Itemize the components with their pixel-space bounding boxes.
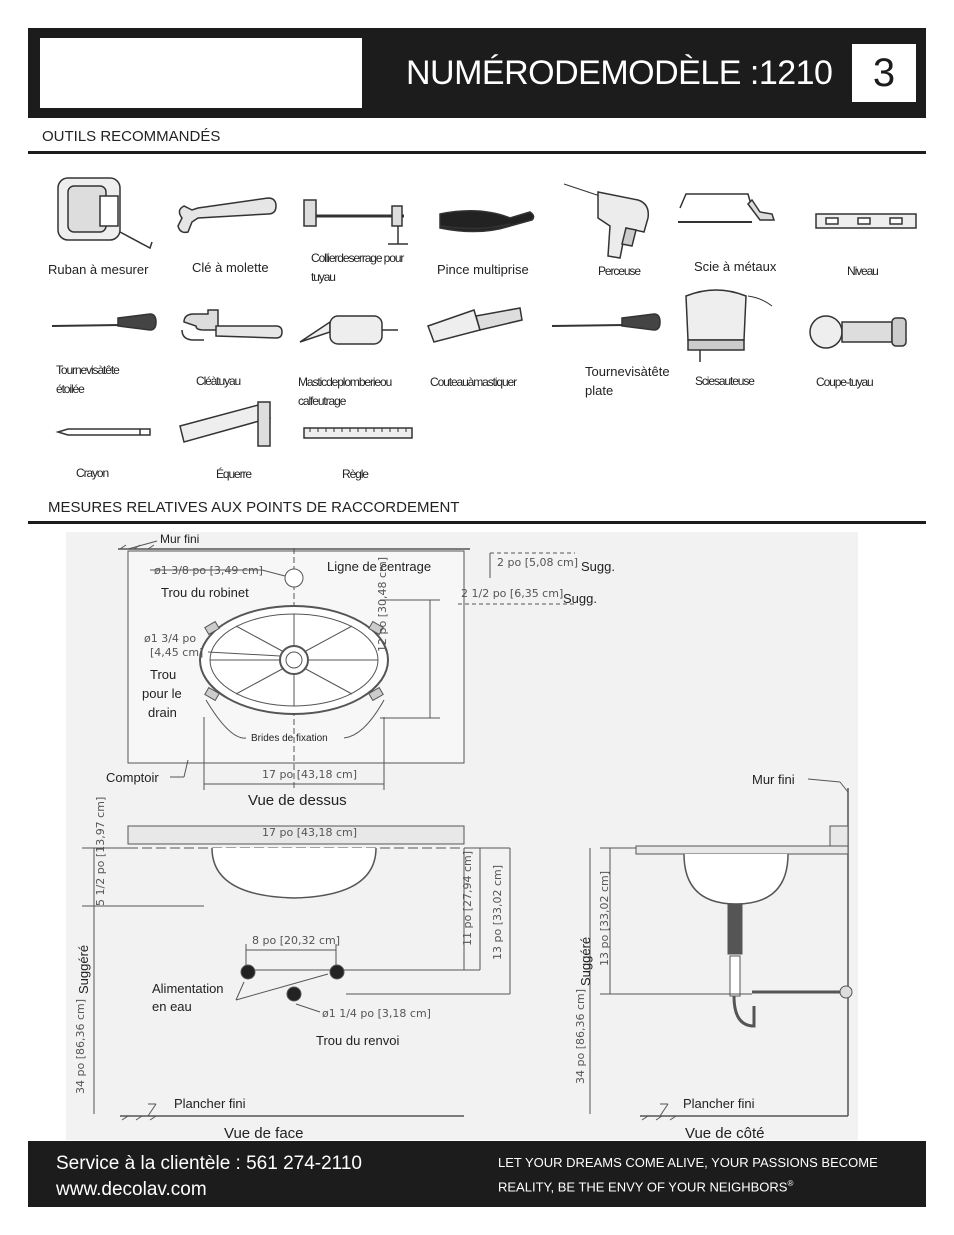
tool-label-tournevis-etoile: Tournevisàtête étoilée — [56, 363, 120, 396]
caption-vue-cote: Vue de côté — [685, 1125, 765, 1142]
tool-label-tournevis-plate: Tournevisàtête plate — [585, 364, 670, 398]
dim-2po: 2 po [5,08 cm] — [497, 556, 579, 569]
jigsaw-icon — [685, 289, 773, 362]
dim-drain-renvoi: ø1 1/4 po [3,18 cm] — [322, 1007, 431, 1020]
caulk-gun-icon — [299, 315, 398, 345]
tape-measure-icon — [57, 177, 153, 250]
section-divider — [28, 151, 926, 154]
tool-label-mastic: Masticdeplomberieou calfeutrage — [298, 375, 392, 408]
caption-vue-face: Vue de face — [224, 1125, 304, 1142]
flat-screwdriver-icon — [551, 313, 661, 331]
ruler-icon — [303, 427, 413, 439]
label-brides: Brides de fixation — [251, 733, 328, 744]
slogan-line-2: REALITY, BE THE ENVY OF YOUR NEIGHBORS® — [498, 1179, 793, 1194]
label-trou-robinet: Trou du robinet — [161, 585, 249, 600]
model-title: NUMÉRODEMODÈLE :1210 — [406, 54, 833, 92]
tool-label-equerre: Équerre — [216, 467, 252, 481]
label-comptoir: Comptoir — [106, 770, 159, 785]
dim-11po: 11 po [27,94 cm] — [461, 850, 474, 946]
logo-placeholder — [40, 38, 362, 108]
label-plancher-front: Plancher fini — [174, 1096, 246, 1111]
label-drain-3: drain — [148, 705, 177, 720]
dim-8po: 8 po [20,32 cm] — [252, 934, 341, 947]
dim-13po-side: 13 po [33,02 cm] — [598, 870, 611, 966]
label-mur-fini-top: Mur fini — [160, 532, 200, 546]
pipe-clamp-icon — [303, 199, 408, 245]
label-alimentation-1: Alimentation — [152, 981, 224, 996]
dim-34po-side: 34 po [86,36 cm] — [574, 988, 587, 1084]
page-header: NUMÉRODEMODÈLE :1210 3 — [28, 28, 926, 118]
dim-5-5po: 5 1/2 po [13,97 cm] — [94, 796, 107, 906]
dim-34po-front: 34 po [86,36 cm] — [74, 998, 87, 1094]
tool-label-pince: Pince multiprise — [437, 262, 529, 277]
tool-label-niveau: Niveau — [847, 264, 879, 278]
tool-label-scie-sauteuse: Sciesauteuse — [695, 374, 755, 388]
pipe-wrench-icon — [181, 309, 283, 341]
measures-section-title: MESURES RELATIVES AUX POINTS DE RACCORDE… — [48, 499, 460, 516]
tool-label-cle-molette: Clé à molette — [192, 260, 269, 275]
dim-drain-2: [4,45 cm] — [150, 646, 204, 659]
hacksaw-icon — [678, 193, 776, 223]
slogan-line-1: LET YOUR DREAMS COME ALIVE, YOUR PASSION… — [498, 1155, 878, 1170]
label-drain-1: Trou — [150, 667, 177, 682]
tool-illustrations — [51, 177, 917, 447]
tool-label-collier: Collierdeserrage pour tuyau — [311, 251, 404, 284]
label-suggere-front: Suggéré — [76, 944, 91, 994]
dim-drain-1: ø1 3/4 po — [144, 632, 197, 645]
tools-section-title: OUTILS RECOMMANDÉS — [42, 128, 221, 145]
label-suggere-side: Suggéré — [578, 936, 593, 986]
label-sugg-2: Sugg. — [563, 591, 597, 606]
tool-label-couteau: Couteauàmastiquer — [430, 375, 517, 389]
pipe-cutter-icon — [809, 315, 907, 349]
adjustable-wrench-icon — [177, 197, 277, 234]
tool-label-cle-tuyau: Cléàtuyau — [196, 374, 241, 388]
trademark: ® — [787, 1179, 794, 1188]
tool-label-perceuse: Perceuse — [598, 264, 641, 278]
putty-knife-icon — [427, 307, 523, 343]
pencil-icon — [55, 428, 151, 436]
phillips-screwdriver-icon — [51, 313, 157, 331]
page-footer: Service à la clientèle : 561 274-2110 ww… — [28, 1141, 926, 1207]
level-icon — [815, 213, 917, 229]
label-drain-2: pour le — [142, 686, 182, 701]
page-number: 3 — [852, 44, 916, 102]
dim-13po-front: 13 po [33,02 cm] — [491, 864, 504, 960]
dim-12po: 12 po [30,48 cm] — [376, 556, 389, 652]
dim-17po-top: 17 po [43,18 cm] — [262, 768, 358, 781]
square-icon — [179, 401, 272, 447]
slogan-line-2-text: REALITY, BE THE ENVY OF YOUR NEIGHBORS — [498, 1179, 788, 1195]
section-divider — [28, 521, 926, 524]
label-sugg-1: Sugg. — [581, 559, 615, 574]
website-link[interactable]: www.decolav.com — [56, 1179, 207, 1200]
dim-faucet-diameter: ø1 3/8 po [3,49 cm] — [154, 564, 263, 577]
caption-vue-dessus: Vue de dessus — [248, 792, 347, 809]
customer-service: Service à la clientèle : 561 274-2110 — [56, 1153, 362, 1174]
label-ligne-centrage: Ligne de centrage — [327, 559, 432, 574]
tool-label-regle: Règle — [342, 467, 369, 481]
label-plancher-side: Plancher fini — [683, 1096, 755, 1111]
pliers-icon — [439, 210, 535, 233]
label-alimentation-2: en eau — [152, 999, 192, 1014]
label-trou-renvoi: Trou du renvoi — [316, 1033, 400, 1048]
dim-2-5po: 2 1/2 po [6,35 cm] — [461, 587, 564, 600]
tool-label-ruban: Ruban à mesurer — [48, 262, 149, 277]
tool-label-scie-metaux: Scie à métaux — [694, 259, 777, 274]
dim-17po-front: 17 po [43,18 cm] — [262, 826, 358, 839]
label-mur-fini-side: Mur fini — [752, 772, 795, 787]
tool-label-crayon: Crayon — [76, 466, 109, 480]
drill-icon — [563, 183, 650, 259]
tool-label-coupe-tuyau: Coupe-tuyau — [816, 375, 874, 389]
